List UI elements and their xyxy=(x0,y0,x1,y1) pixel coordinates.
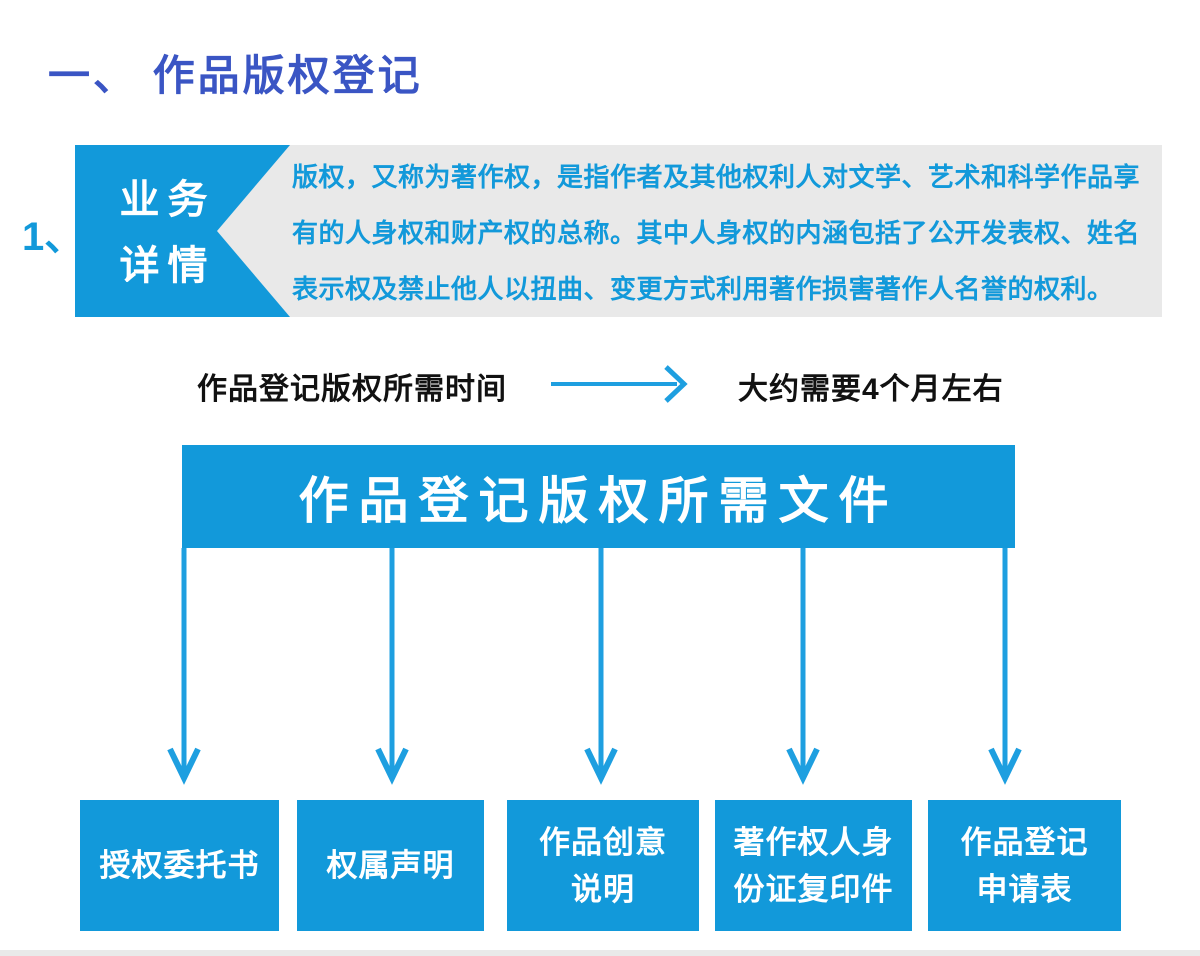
document-box-id-copy: 著作权人身 份证复印件 xyxy=(715,800,912,931)
section-index-label: 1、 xyxy=(22,215,85,259)
document-box-ownership-statement: 权属声明 xyxy=(297,800,484,931)
document-box-creative-description: 作品创意 说明 xyxy=(507,800,699,931)
bottom-divider xyxy=(0,950,1200,956)
page-title: 一、 作品版权登记 xyxy=(48,52,423,99)
right-arrow-icon xyxy=(549,361,689,412)
business-details-line1: 业务 xyxy=(119,178,216,222)
down-arrow-icon xyxy=(786,548,820,793)
down-arrow-icon xyxy=(167,548,201,793)
copyright-description-panel: 版权，又称为著作权，是指作者及其他权利人对文学、艺术和科学作品享 有的人身权和财… xyxy=(217,145,1162,317)
time-required-label: 作品登记版权所需时间 xyxy=(197,373,507,406)
down-arrow-icon xyxy=(988,548,1022,793)
document-box-authorization-letter: 授权委托书 xyxy=(80,800,279,931)
down-arrow-icon xyxy=(584,548,618,793)
down-arrow-icon xyxy=(375,548,409,793)
required-documents-banner: 作品登记版权所需文件 xyxy=(182,445,1015,548)
time-required-value: 大约需要4个月左右 xyxy=(738,373,1004,406)
business-details-line2: 详情 xyxy=(119,244,216,288)
document-box-application-form: 作品登记 申请表 xyxy=(928,800,1121,931)
copyright-description-text: 版权，又称为著作权，是指作者及其他权利人对文学、艺术和科学作品享 有的人身权和财… xyxy=(292,162,1141,304)
